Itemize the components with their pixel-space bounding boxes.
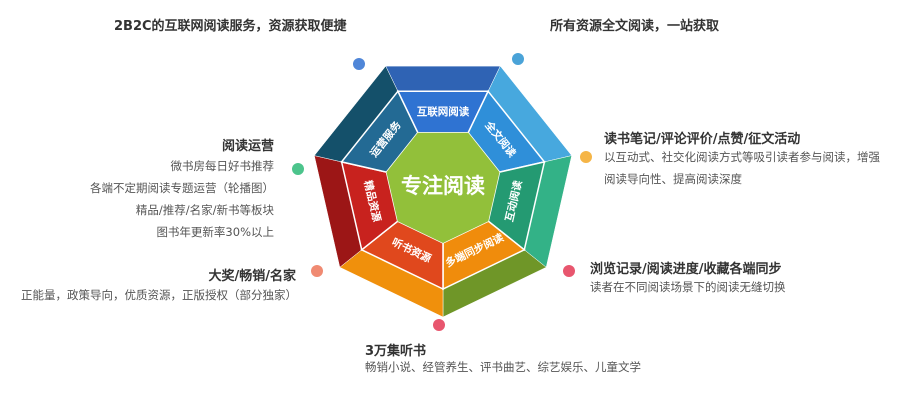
outer-segment-internet xyxy=(385,65,501,92)
feature-line-ops-4: 图书年更新率30%以上 xyxy=(156,225,274,239)
feature-title-audio: 3万集听书 xyxy=(365,344,427,359)
feature-title-sync: 浏览记录/阅读进度/收藏各端同步 xyxy=(590,262,782,277)
center-heptagon xyxy=(386,132,500,243)
feature-line-notes-1: 以互动式、社交化阅读方式等吸引读者参与阅读，增强 xyxy=(604,150,880,164)
feature-line-awards-1: 正能量，政策导向，优质资源，正版授权（部分独家） xyxy=(21,288,297,302)
feature-title-b2c: 2B2C的互联网阅读服务，资源获取便捷 xyxy=(114,19,347,34)
feature-line-ops-3: 精品/推荐/名家/新书等板块 xyxy=(135,203,274,217)
feature-line-ops-2: 各端不定期阅读专题运营（轮播图） xyxy=(90,181,274,195)
feature-dot-ops xyxy=(292,163,304,175)
feature-line-audio-1: 畅销小说、经管养生、评书曲艺、综艺娱乐、儿童文学 xyxy=(365,360,641,374)
feature-title-awards: 大奖/畅销/名家 xyxy=(208,269,297,284)
inner-label-internet: 互联网阅读 xyxy=(417,105,470,118)
feature-dot-audio xyxy=(433,319,445,331)
center-label: 专注阅读 xyxy=(401,174,485,198)
feature-line-sync-1: 读者在不同阅读场景下的阅读无缝切换 xyxy=(590,280,786,294)
feature-dot-b2c xyxy=(353,58,365,70)
feature-dot-fulltext xyxy=(512,53,524,65)
feature-title-fulltext: 所有资源全文阅读，一站获取 xyxy=(550,19,720,34)
feature-dot-awards xyxy=(311,265,323,277)
feature-title-notes: 读书笔记/评论评价/点赞/征文活动 xyxy=(604,132,801,147)
feature-dot-notes xyxy=(580,151,592,163)
feature-line-ops-1: 微书房每日好书推荐 xyxy=(170,159,275,173)
feature-dot-sync xyxy=(563,265,575,277)
feature-title-ops: 阅读运营 xyxy=(221,139,274,154)
feature-line-notes-2: 阅读导向性、提高阅读深度 xyxy=(604,172,742,186)
